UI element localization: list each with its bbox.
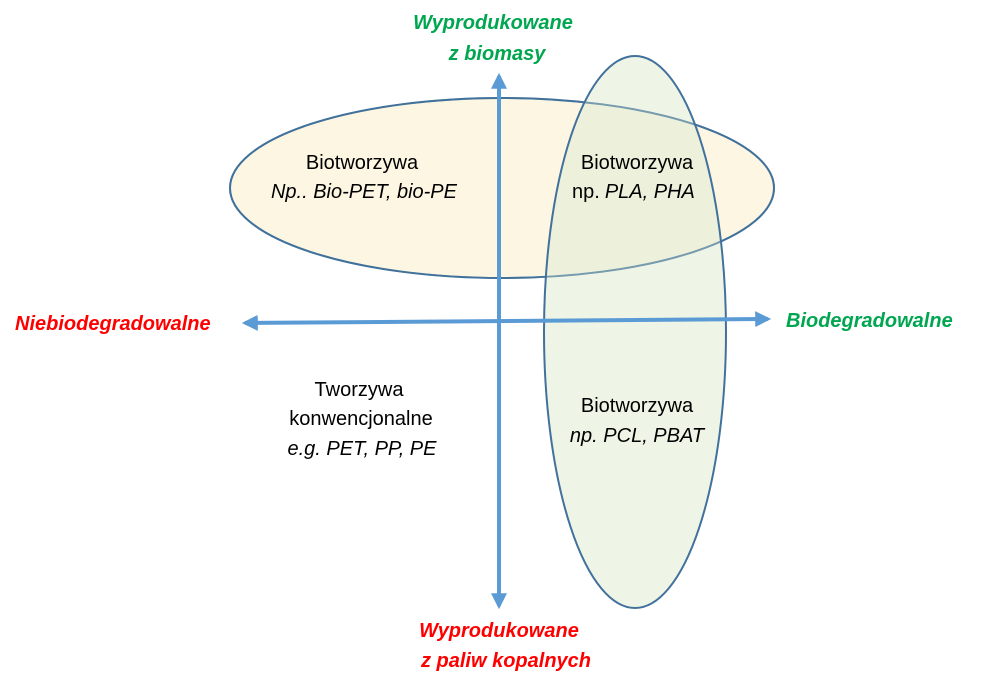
bottom-left-example: e.g. PET, PP, PE <box>288 438 438 460</box>
bottom-right-title: Biotworzywa <box>581 395 694 417</box>
axis-top-label-2: z biomasy <box>448 43 547 65</box>
biodegradable-ellipse <box>543 55 727 609</box>
axis-right-label: Biodegradowalne <box>786 310 953 332</box>
horizontal-axis <box>241 311 772 331</box>
top-right-example: np.PLA, PHA <box>572 181 695 203</box>
top-right-title: Biotworzywa <box>581 152 694 174</box>
axis-bottom-label-2: z paliw kopalnych <box>420 650 591 672</box>
top-right-materials: PLA, PHA <box>605 181 695 203</box>
axis-left-label: Niebiodegradowalne <box>15 313 211 335</box>
top-left-title: Biotworzywa <box>306 152 419 174</box>
axis-top-label-1: Wyprodukowane <box>413 12 573 34</box>
top-left-example: Np.. Bio-PET, bio-PE <box>271 181 458 203</box>
axis-bottom-label-1: Wyprodukowane <box>419 620 579 642</box>
bottom-left-title: Tworzywa <box>315 379 405 401</box>
bottom-left-title2: konwencjonalne <box>289 408 432 430</box>
top-right-prefix: np. <box>572 181 600 203</box>
bottom-right-example: np. PCL, PBAT <box>570 425 706 447</box>
